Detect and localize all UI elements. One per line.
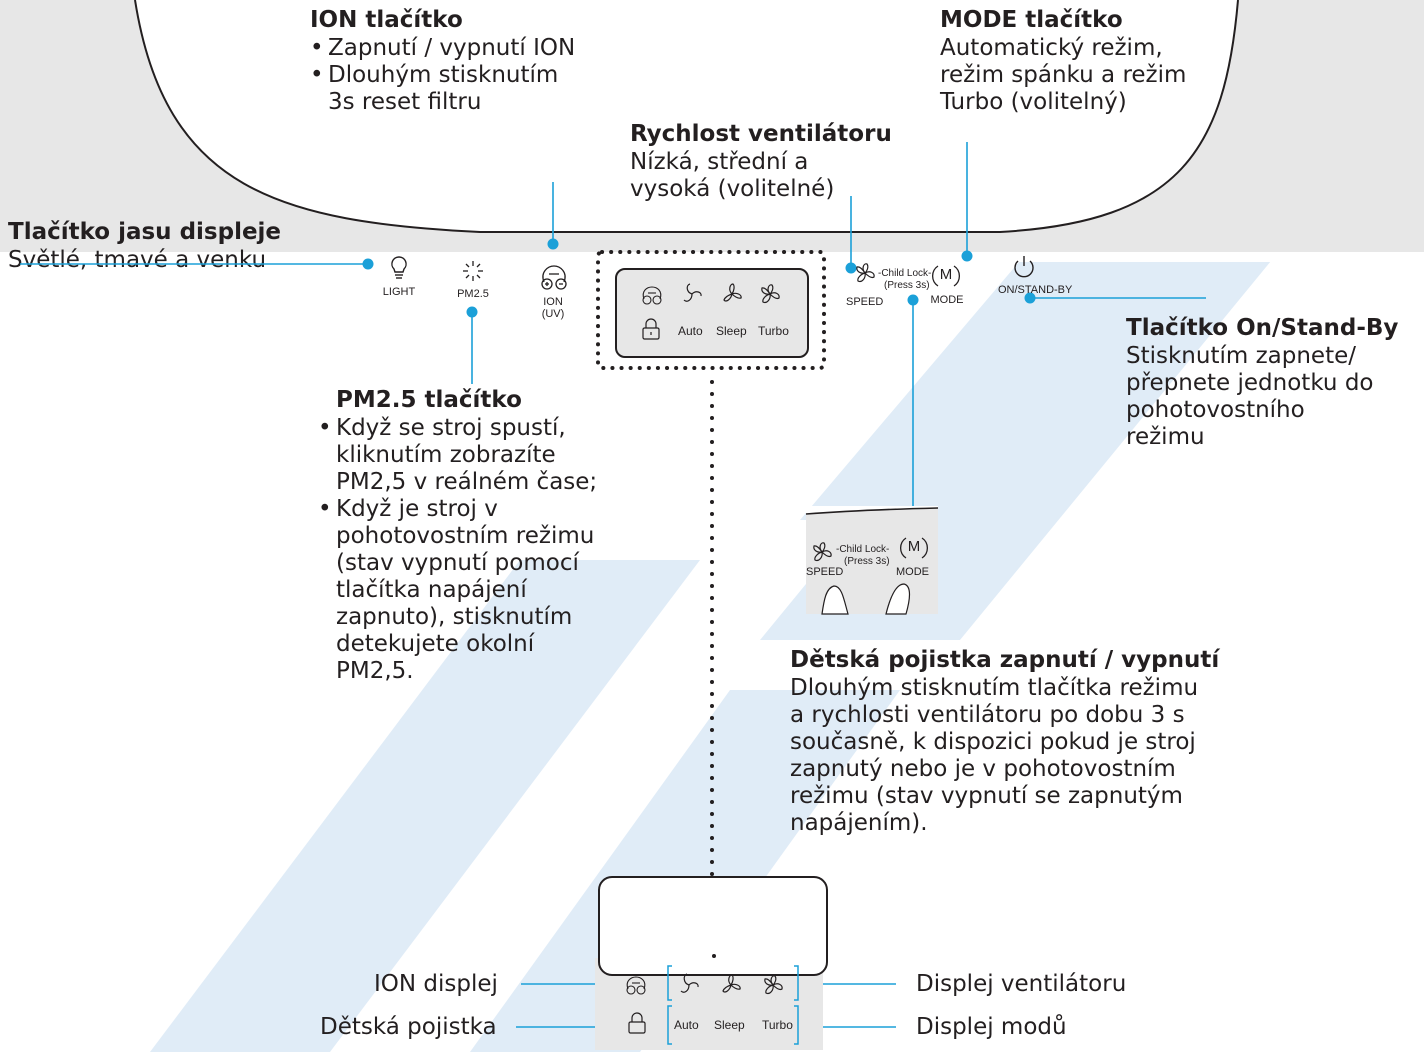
bottom-fan-icon: [764, 975, 783, 995]
power-line-2: přepnete jednotku do: [1126, 370, 1374, 396]
child-lock-display-label: Dětská pojistka: [320, 1014, 497, 1040]
speed-callout-title: Rychlost ventilátoru: [630, 121, 892, 147]
pm25-b2-l1: Když je stroj v: [318, 496, 597, 523]
bottom-fan-icon: [680, 973, 699, 993]
ion-button-label: ION: [543, 296, 563, 308]
light-callout-title: Tlačítko jasu displeje: [8, 219, 282, 245]
ion-callout-title: ION tlačítko: [310, 7, 463, 33]
pm25-button-label: PM2.5: [457, 288, 489, 300]
pm25-b2-l6: detekujete okolní: [336, 631, 535, 657]
finger-icon: [821, 583, 911, 615]
ion-bullet-3: 3s reset filtru: [328, 89, 482, 115]
power-callout-title: Tlačítko On/Stand-By: [1126, 315, 1399, 341]
power-callout: Tlačítko On/Stand-By Stisknutím zapnete/…: [1126, 314, 1398, 451]
panel-ion-icon: [642, 286, 662, 305]
mode-line-3: Turbo (volitelný): [940, 89, 1127, 115]
pm25-b1-l2: kliknutím zobrazíte: [336, 442, 556, 468]
fan-icon: [683, 283, 702, 302]
ion-bullet-2: Dlouhým stisknutím: [310, 62, 575, 89]
mode-glyph: M: [939, 266, 953, 283]
speed-line-1: Nízká, střední a: [630, 149, 809, 175]
bottom-mode-sleep: Sleep: [714, 1018, 745, 1032]
power-icon[interactable]: [1012, 254, 1036, 280]
speed-line-2: vysoká (volitelné): [630, 176, 835, 202]
pm25-b2-l7: PM2,5.: [336, 658, 414, 684]
pm25-b2-l2: pohotovostním režimu: [336, 523, 595, 549]
mode-line-1: Automatický režim,: [940, 35, 1163, 61]
pm25-b2-l5: zapnuto), stisknutím: [336, 604, 573, 630]
speed-fan-icon: [813, 542, 832, 562]
mode-line-2: režim spánku a režim: [940, 62, 1187, 88]
child-lock-label: -Child Lock-: [878, 268, 932, 279]
inset-edge: [805, 506, 939, 515]
mode-display-label: Displej modů: [916, 1014, 1067, 1040]
panel-mode-sleep: Sleep: [716, 324, 747, 338]
child-lock-line-5: režimu (stav vypnutí se zapnutým: [790, 783, 1183, 809]
mode-m-icon[interactable]: [932, 262, 960, 290]
pm25-b1-l3: PM2,5 v reálném čase;: [336, 469, 598, 495]
bottom-lock-icon: [628, 1012, 646, 1034]
pm25-b1-l1: Když se stroj spustí,: [318, 415, 597, 442]
bottom-display-top: [598, 876, 828, 976]
speed-button-label: SPEED: [846, 296, 884, 308]
child-lock-line-6: napájením).: [790, 810, 928, 836]
speed-fan-icon[interactable]: [852, 260, 878, 286]
mode-callout: MODE tlačítko Automatický režim, režim s…: [940, 6, 1186, 116]
child-lock-callout: Dětská pojistka zapnutí / vypnutí Dlouhý…: [790, 646, 1219, 837]
panel-mode-auto: Auto: [678, 324, 703, 338]
bottom-mode-turbo: Turbo: [762, 1018, 793, 1032]
pm25-callout-title: PM2.5 tlačítko: [336, 387, 522, 413]
mode-callout-title: MODE tlačítko: [940, 7, 1123, 33]
child-lock-line-3: současně, k dispozici pokud je stroj: [790, 729, 1196, 755]
speed-callout: Rychlost ventilátoru Nízká, střední a vy…: [630, 120, 892, 203]
child-lock-line-2: a rychlosti ventilátoru po dobu 3 s: [790, 702, 1185, 728]
inset-speed-label: SPEED: [806, 566, 844, 578]
light-callout: Tlačítko jasu displeje Světlé, tmavé a v…: [8, 218, 281, 274]
inset-mode-glyph: M: [907, 538, 921, 555]
fan-icon: [761, 284, 780, 304]
power-line-4: režimu: [1126, 424, 1205, 450]
ion-callout: ION tlačítko Zapnutí / vypnutí ION Dlouh…: [310, 6, 575, 116]
panel-mode-turbo: Turbo: [758, 324, 789, 338]
bottom-fan-icon: [722, 974, 741, 993]
lightbulb-icon[interactable]: [386, 254, 412, 282]
child-lock-line-4: zapnutý nebo je v pohotovostním: [790, 756, 1176, 782]
inset-child-lock-label: -Child Lock-: [836, 544, 890, 555]
ion-button-sublabel: (UV): [541, 308, 565, 320]
inset-press-label: (Press 3s): [844, 556, 890, 567]
fan-icon: [723, 283, 742, 302]
device-body: [0, 0, 1424, 252]
child-lock-callout-title: Dětská pojistka zapnutí / vypnutí: [790, 647, 1220, 673]
child-lock-line-1: Dlouhým stisknutím tlačítka režimu: [790, 675, 1199, 701]
display-panel: [615, 268, 809, 358]
bottom-mode-auto: Auto: [674, 1018, 699, 1032]
ion-display-label: ION displej: [374, 971, 498, 997]
power-line-1: Stisknutím zapnete/: [1126, 343, 1356, 369]
pm25-callout: PM2.5 tlačítko Když se stroj spustí, kli…: [318, 386, 597, 685]
pm25-b2-l4: tlačítka napájení: [336, 577, 527, 603]
bracket-lines: [667, 965, 799, 1045]
pm25-sparkle-icon[interactable]: [462, 260, 484, 282]
ion-icon[interactable]: [538, 262, 570, 292]
power-line-3: pohotovostního: [1126, 397, 1305, 423]
mode-button-label: MODE: [930, 294, 964, 306]
fan-display-label: Displej ventilátoru: [916, 971, 1127, 997]
bottom-ion-icon: [626, 976, 646, 995]
inset-mode-label: MODE: [896, 566, 929, 578]
power-button-label: ON/STAND-BY: [998, 284, 1073, 296]
lock-icon: [642, 318, 660, 340]
press-label: (Press 3s): [884, 280, 930, 291]
light-button-label: LIGHT: [382, 286, 416, 298]
light-line-1: Světlé, tmavé a venku: [8, 247, 267, 273]
ion-bullet-1: Zapnutí / vypnutí ION: [310, 35, 575, 62]
mode-m-icon: [900, 537, 928, 559]
pm25-b2-l3: (stav vypnutí pomocí: [336, 550, 579, 576]
